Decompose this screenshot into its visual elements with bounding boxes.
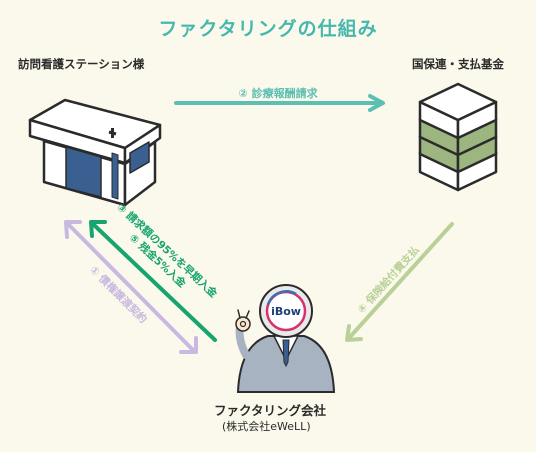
fund-stack-icon — [418, 82, 498, 192]
arrow-benefit-head — [345, 324, 363, 342]
diagram-title: ファクタリングの仕組み — [158, 18, 378, 40]
arrow-benefit-payment — [347, 222, 454, 340]
arrow-advance-head — [89, 220, 107, 238]
ibow-logo-icon: iBow — [259, 284, 313, 338]
arrow-assignment-contract — [67, 223, 195, 352]
arrow-advance-payment — [92, 223, 217, 342]
arrow-assignment-head-top — [64, 220, 82, 239]
station-label: 訪問看護ステーション様 — [18, 57, 145, 71]
company-label: ファクタリング会社 — [214, 403, 327, 418]
fund-label: 国保連・支払基金 — [412, 57, 504, 71]
arrow-claim-head — [368, 94, 385, 112]
step-4-label: ④ 保険給付費支払 — [355, 243, 423, 316]
step-2-label: ② 診療報酬請求 — [238, 86, 318, 100]
arrow-assignment-head-bottom — [179, 336, 198, 354]
clinic-building-icon — [28, 98, 162, 207]
company-sublabel: (株式会社eWeLL) — [222, 420, 311, 433]
businessman-icon — [235, 309, 336, 393]
ibow-logo-text: iBow — [271, 305, 301, 318]
